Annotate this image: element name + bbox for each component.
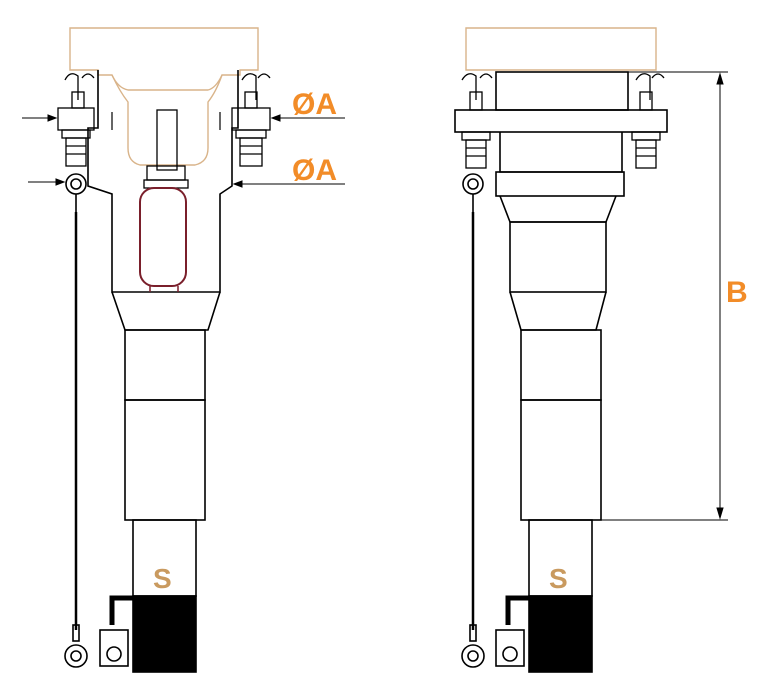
left-dim-lines xyxy=(22,114,345,188)
label-dia-a-bottom: ØA xyxy=(292,154,337,187)
right-bolt-right xyxy=(631,73,665,169)
label-section-s-left: S xyxy=(153,563,172,594)
left-tube-upper xyxy=(124,329,206,401)
right-bolt-left xyxy=(461,73,493,169)
right-dim-b xyxy=(601,71,728,521)
left-tube-lower xyxy=(124,399,206,521)
left-housing xyxy=(69,27,259,166)
label-dia-a-top: ØA xyxy=(292,88,337,121)
right-earth-wire xyxy=(461,173,485,668)
left-body-outline xyxy=(87,70,239,293)
left-view xyxy=(22,27,345,673)
left-earth-wire xyxy=(64,173,88,668)
right-cable-end xyxy=(528,595,593,673)
left-cable-end xyxy=(132,595,197,673)
right-tube-upper xyxy=(520,329,602,401)
left-insulator xyxy=(139,187,187,287)
label-section-s-right: S xyxy=(549,563,568,594)
left-stud xyxy=(156,109,178,171)
label-height-b: B xyxy=(726,276,748,309)
left-bolt-left xyxy=(57,73,95,167)
left-bolt-right xyxy=(231,73,271,167)
left-cone xyxy=(111,291,221,331)
right-view xyxy=(454,27,728,673)
right-cable-lug xyxy=(495,595,529,667)
right-tube-lower xyxy=(520,399,602,521)
left-cable-lug xyxy=(99,595,133,667)
right-flange xyxy=(454,109,668,133)
right-housing xyxy=(465,27,657,71)
